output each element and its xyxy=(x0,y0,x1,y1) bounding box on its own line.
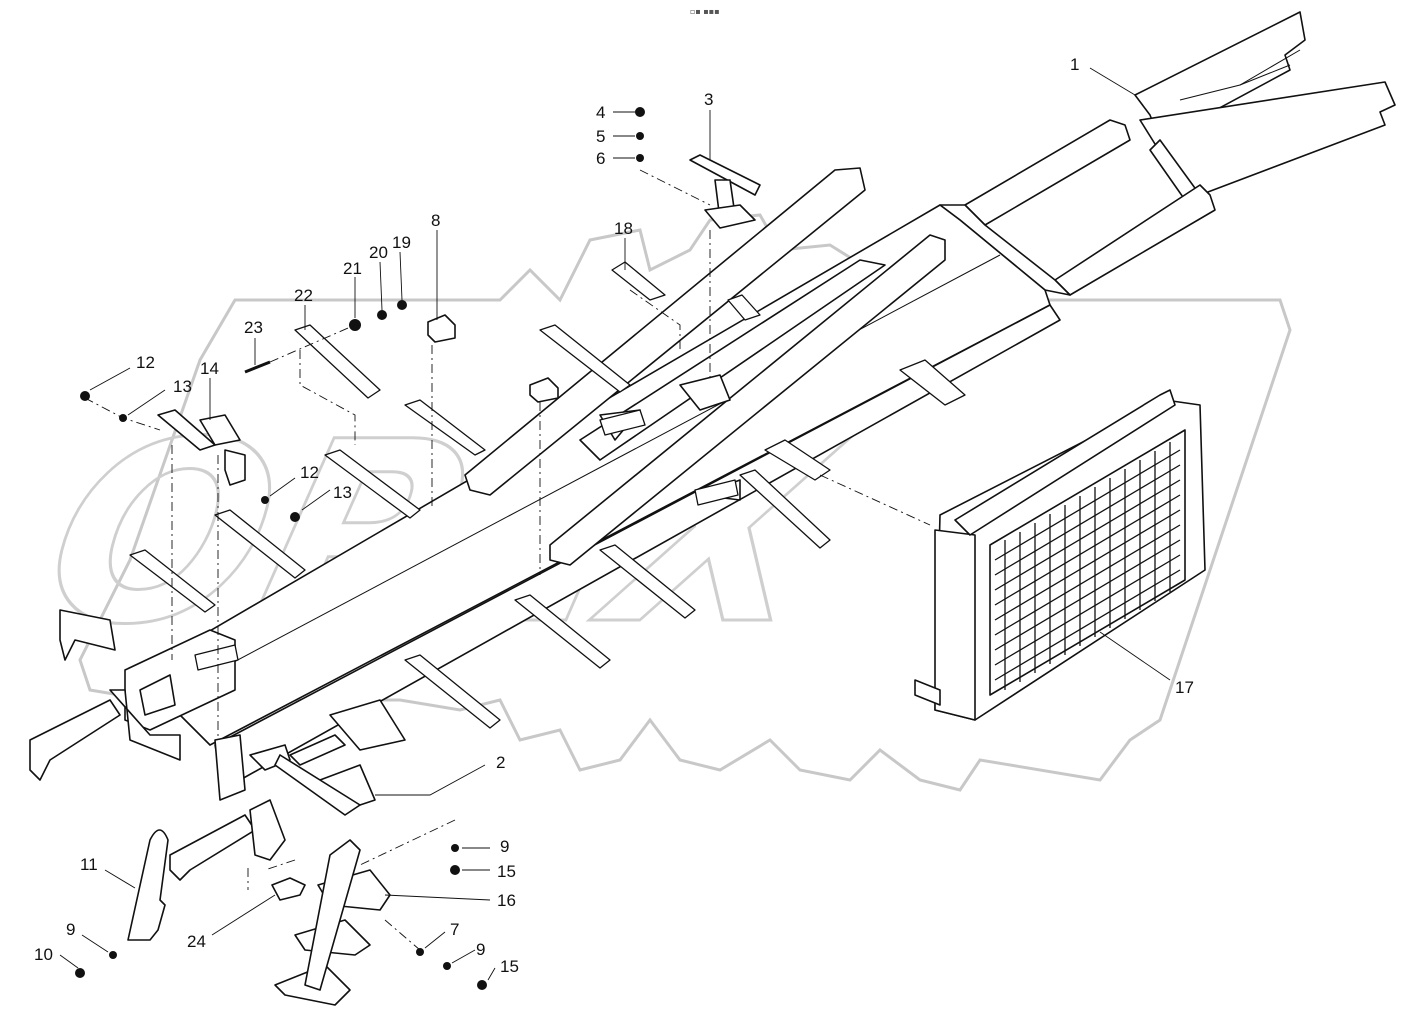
callout-15-upper: 15 xyxy=(497,862,516,881)
callout-11: 11 xyxy=(80,855,98,874)
callout-1: 1 xyxy=(1070,55,1079,74)
callout-9-left: 9 xyxy=(66,920,75,939)
callout-22: 22 xyxy=(294,286,313,305)
callout-9-upper: 9 xyxy=(500,837,509,856)
callout-2: 2 xyxy=(496,753,505,772)
callout-23: 23 xyxy=(244,318,263,337)
callout-10: 10 xyxy=(34,945,53,964)
callout-16: 16 xyxy=(497,891,516,910)
callout-7: 7 xyxy=(450,920,459,939)
callout-24: 24 xyxy=(187,932,206,951)
callout-14: 14 xyxy=(200,359,219,378)
callout-13-upper: 13 xyxy=(173,377,192,396)
callout-18: 18 xyxy=(614,219,633,238)
callout-12-upper: 12 xyxy=(136,353,155,372)
callout-12-lower: 12 xyxy=(300,463,319,482)
callout-15-lower: 15 xyxy=(500,957,519,976)
callout-19: 19 xyxy=(392,233,411,252)
callout-5: 5 xyxy=(596,127,605,146)
callout-20: 20 xyxy=(369,243,388,262)
callout-13-lower: 13 xyxy=(333,483,352,502)
callout-9-lower: 9 xyxy=(476,940,485,959)
callout-leaders xyxy=(59,67,1171,981)
radiator-grille-mesh xyxy=(994,442,1181,690)
assembly-lines xyxy=(84,169,931,951)
callout-8: 8 xyxy=(431,211,440,230)
callout-labels: 1 2 3 4 5 6 7 8 9 9 9 10 11 12 12 13 13 … xyxy=(34,55,1194,976)
callout-3: 3 xyxy=(704,90,713,109)
callout-4: 4 xyxy=(596,103,605,122)
callout-21: 21 xyxy=(343,259,362,278)
callout-17: 17 xyxy=(1175,678,1194,697)
header-note: ▫▪ ▪▪▪ xyxy=(690,7,720,16)
frame-assembly xyxy=(29,11,1396,1006)
callout-6: 6 xyxy=(596,149,605,168)
